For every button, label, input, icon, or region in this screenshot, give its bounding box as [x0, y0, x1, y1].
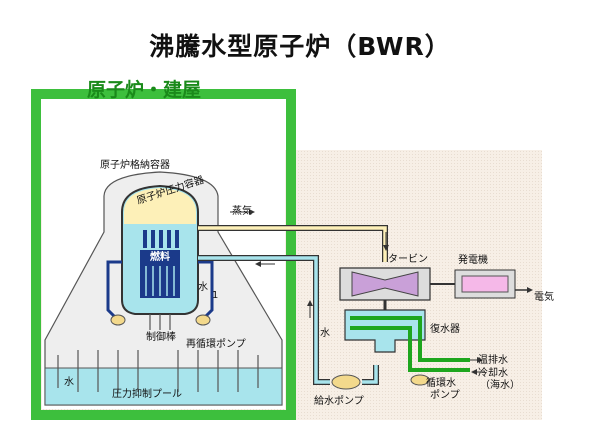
- steam-separators: [143, 230, 179, 248]
- condenser-cooling-pipes: [350, 316, 470, 372]
- steam-label: 蒸気: [232, 204, 252, 217]
- pool-water-label: 水: [64, 376, 74, 388]
- reactor-building-frame: [31, 89, 296, 420]
- hot-discharge-label: 温排水: [478, 353, 508, 366]
- recirc-pump-left: [110, 314, 126, 326]
- feedwater-pump: [331, 374, 361, 390]
- control-rod-drives: [149, 314, 171, 330]
- return-water-label: 水: [320, 327, 330, 339]
- vessel-dome-steam: [124, 188, 196, 224]
- recirc-pump-right: [195, 314, 211, 326]
- seawater-label: （海水）: [480, 378, 520, 391]
- diagram-title: 沸騰水型原子炉（BWR）: [149, 32, 451, 61]
- fuel-rods: [145, 266, 175, 296]
- reactor-building-label: 原子炉・建屋: [87, 79, 202, 101]
- turbine-rotor: [351, 271, 419, 297]
- level-mark: 1: [212, 290, 218, 301]
- electricity-label: 電気: [534, 290, 554, 303]
- recirculation-loops: [106, 260, 214, 320]
- feedwater-pump-label: 給水ポンプ: [314, 394, 364, 407]
- turbine-label: タービン: [388, 253, 428, 265]
- containment-label: 原子炉格納容器: [100, 158, 170, 171]
- recirc-pump-label: 再循環ポンプ: [186, 337, 246, 350]
- suppression-pool-label: 圧力抑制プール: [112, 387, 182, 400]
- water-label: 水: [198, 281, 208, 293]
- condenser: [344, 309, 426, 353]
- condenser-label: 復水器: [430, 322, 460, 335]
- generator-label: 発電機: [458, 253, 488, 266]
- fuel-label: 燃料: [150, 250, 170, 263]
- downcomer-pipes: [57, 350, 259, 392]
- circ-pump-label-2: ポンプ: [430, 389, 460, 401]
- circ-pump-label-1: 循環水: [426, 376, 456, 389]
- control-rod-label: 制御棒: [146, 330, 176, 343]
- suppression-pool: [44, 367, 283, 406]
- cooling-water-label: 冷却水: [478, 366, 508, 379]
- generator-rotor: [461, 275, 509, 293]
- circ-pump: [410, 374, 430, 386]
